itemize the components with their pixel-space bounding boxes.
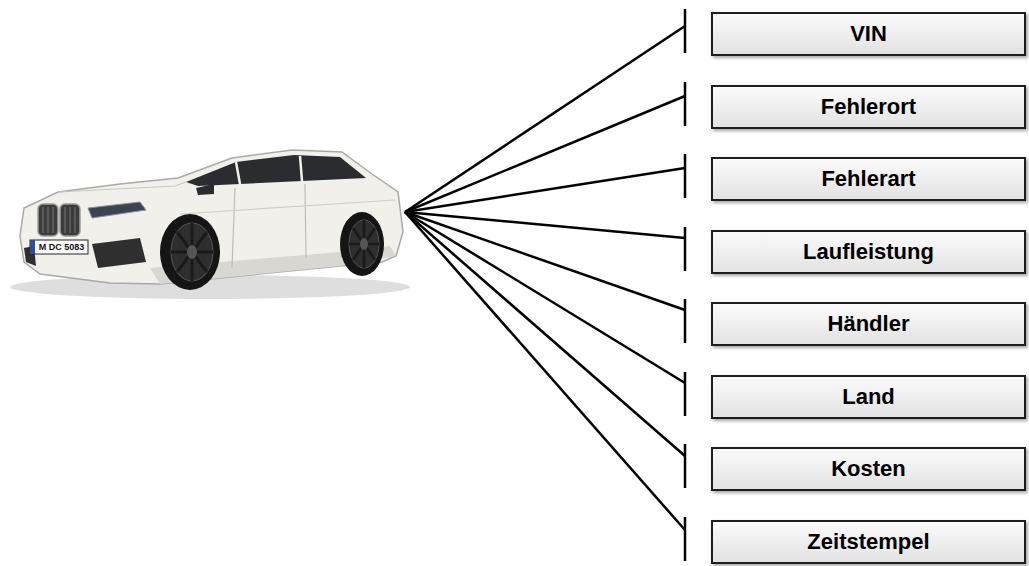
box-label: Zeitstempel <box>807 530 929 554</box>
attribute-box: Laufleistung <box>711 230 1026 274</box>
box-label: VIN <box>850 22 887 46</box>
box-label: Fehlerart <box>821 167 915 191</box>
attribute-box: Zeitstempel <box>711 520 1026 564</box>
attribute-box: Fehlerort <box>711 85 1026 129</box>
box-label: Land <box>842 385 895 409</box>
box-label: Händler <box>828 312 910 336</box>
box-label: Laufleistung <box>803 240 934 264</box>
tick-marks <box>684 9 687 561</box>
attribute-box: Kosten <box>711 447 1026 491</box>
attribute-box: VIN <box>711 12 1026 56</box>
attribute-box: Land <box>711 375 1026 419</box>
car-figure <box>10 150 410 299</box>
license-plate-text: M DC 5083 <box>39 243 85 252</box>
attribute-box: Fehlerart <box>711 157 1026 201</box>
attribute-box: Händler <box>711 302 1026 346</box>
box-label: Fehlerort <box>821 95 916 119</box>
leader-lines <box>405 26 685 530</box>
box-label: Kosten <box>831 457 906 481</box>
